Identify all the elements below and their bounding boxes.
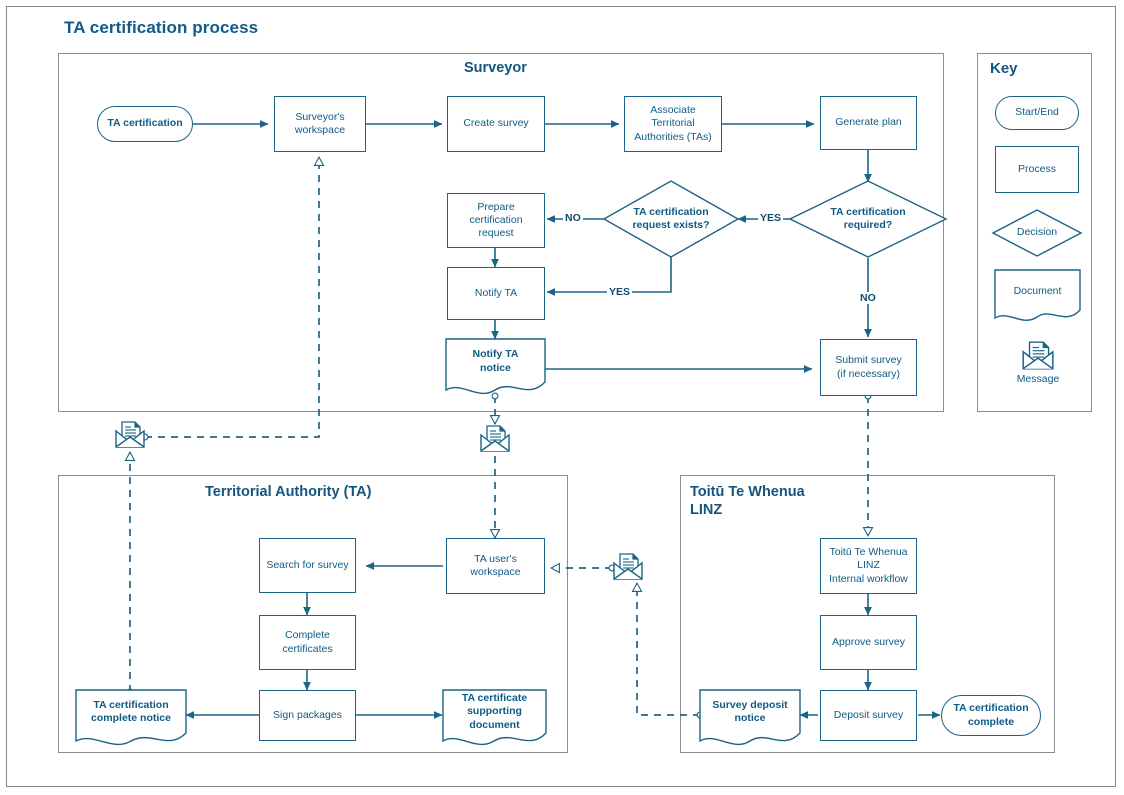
edge-label-required-yes: YES [758,212,784,224]
node-create-survey[interactable]: Create survey [447,96,545,152]
node-sign-packages[interactable]: Sign packages [259,690,356,741]
node-survey-deposit-notice[interactable]: Survey deposit notice [700,690,800,746]
node-ta-certificate-supporting-document[interactable]: TA certificate supporting document [443,690,546,746]
node-label: Generate plan [835,116,902,129]
node-label: TA user's workspace [470,552,521,578]
node-label: TA certification required? [830,205,906,231]
node-label: Approve survey [832,635,905,648]
node-ta-certification-complete-end[interactable]: TA certification complete [941,695,1041,736]
node-approve-survey[interactable]: Approve survey [820,615,917,670]
message-envelope-icon-survey-deposit [611,552,645,582]
node-complete-certificates[interactable]: Complete certificates [259,615,356,670]
key-item-document: Document [995,272,1080,316]
key-item-label: Decision [1016,226,1058,239]
pool-linz-title: Toitū Te Whenua LINZ [690,483,805,519]
key-message-envelope-icon [1020,340,1056,372]
node-label: TA certification request exists? [632,205,710,231]
pool-linz-title-line1: Toitū Te Whenua [690,484,805,500]
key-panel [977,53,1092,412]
node-associate-tas[interactable]: Associate Territorial Authorities (TAs) [624,96,722,152]
page-title: TA certification process [64,18,259,37]
node-label: Associate Territorial Authorities (TAs) [634,104,712,143]
key-item-message-label: Message [1016,373,1060,385]
node-label: TA certificate supporting document [461,692,528,731]
node-prepare-certification-request[interactable]: Prepare certification request [447,193,545,248]
node-generate-plan[interactable]: Generate plan [820,96,917,150]
node-label: Survey deposit notice [712,698,788,724]
edge-label-exists-no: NO [563,212,583,224]
edge-label-required-no: NO [858,292,878,304]
node-deposit-survey[interactable]: Deposit survey [820,690,917,741]
node-label: Surveyor's workspace [294,110,346,136]
node-label: Search for survey [266,558,349,571]
node-ta-certification-required[interactable]: TA certification required? [806,196,930,242]
node-notify-ta-notice[interactable]: Notify TA notice [446,339,545,396]
node-ta-users-workspace[interactable]: TA user's workspace [446,538,545,594]
message-envelope-icon-ta-complete [113,420,147,450]
node-ta-certification-complete-notice[interactable]: TA certification complete notice [76,690,186,746]
node-label: Sign packages [273,708,342,721]
node-label: Deposit survey [833,708,904,721]
node-label: TA certification complete [953,702,1029,728]
node-search-for-survey[interactable]: Search for survey [259,538,356,593]
node-label: Complete certificates [282,629,333,655]
pool-ta-title: Territorial Authority (TA) [205,484,372,500]
key-item-process: Process [995,146,1079,193]
node-label: Prepare certification request [469,200,523,240]
key-item-decision: Decision [995,222,1079,244]
node-label: Toitū Te Whenua LINZ Internal workflow [829,546,908,585]
node-label: Submit survey (if necessary) [835,354,902,380]
node-label: Notify TA notice [472,348,519,374]
node-ta-certification-request-exists[interactable]: TA certification request exists? [609,196,733,242]
key-item-start-end: Start/End [995,96,1079,130]
pool-surveyor-title: Surveyor [464,60,527,76]
node-label: TA certification complete notice [91,698,171,724]
node-label: Notify TA [474,286,518,299]
page-frame [6,6,1116,787]
node-notify-ta[interactable]: Notify TA [447,267,545,320]
node-surveyors-workspace[interactable]: Surveyor's workspace [274,96,366,152]
key-panel-title: Key [990,60,1018,77]
node-linz-internal-workflow[interactable]: Toitū Te Whenua LINZ Internal workflow [820,538,917,594]
key-item-label: Document [1013,285,1062,298]
edge-label-exists-yes: YES [607,286,633,298]
node-label: Create survey [463,117,529,130]
node-label: TA certification [107,117,183,130]
key-item-label: Process [1018,162,1056,175]
node-ta-certification-start[interactable]: TA certification [97,106,193,142]
pool-territorial-authority [58,475,568,753]
message-envelope-icon-notify-ta [478,424,512,454]
key-item-label: Start/End [1015,106,1059,119]
pool-linz-title-line2: LINZ [690,502,723,519]
node-submit-survey[interactable]: Submit survey (if necessary) [820,339,917,396]
